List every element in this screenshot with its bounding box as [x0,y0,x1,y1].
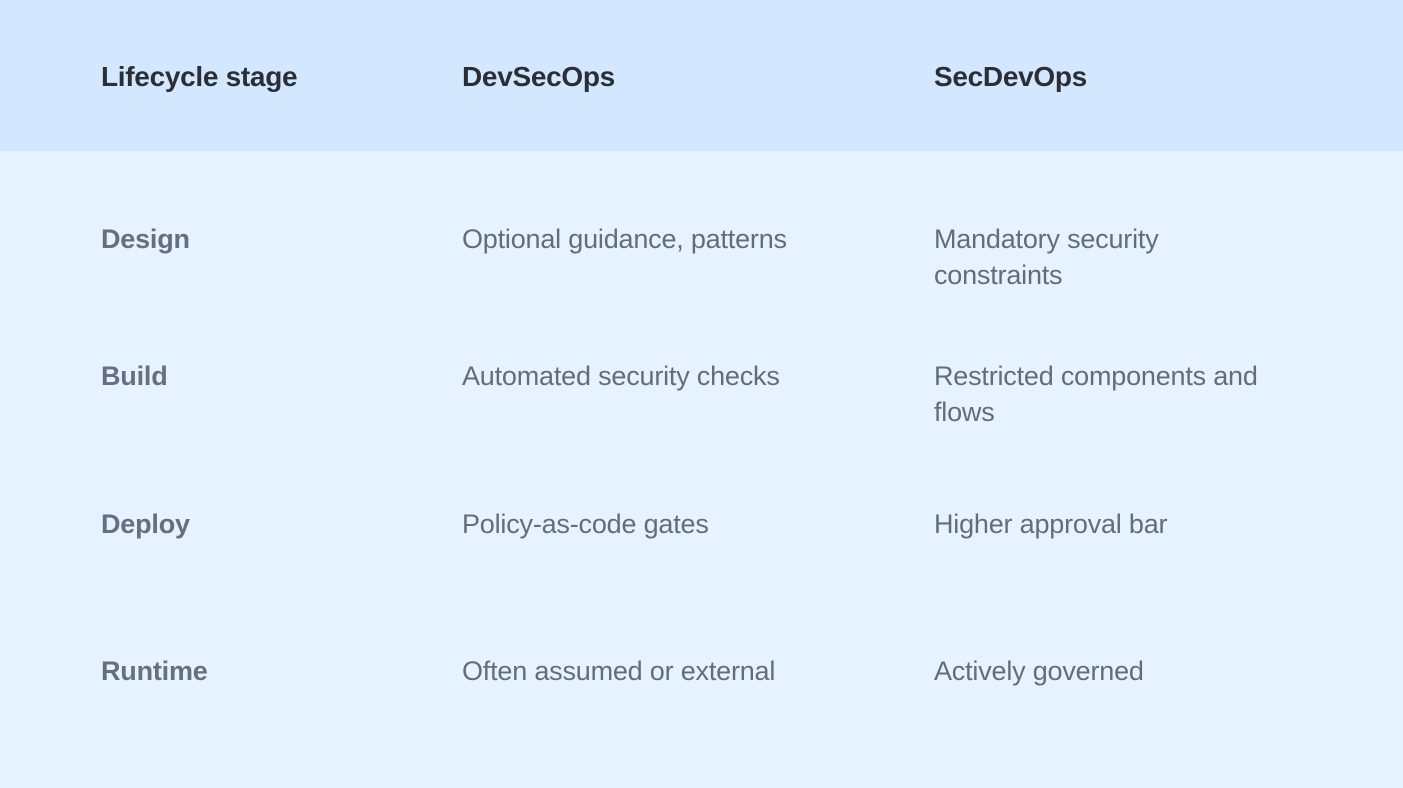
secdevops-cell: Actively governed [934,656,1144,686]
stage-cell: Design [101,224,190,254]
header-secdevops: SecDevOps [934,61,1087,92]
secdevops-cell: Restricted components and flows [934,361,1258,427]
table-header: Lifecycle stage DevSecOps SecDevOps [0,0,1403,151]
secdevops-cell: Higher approval bar [934,509,1168,539]
secdevops-cell: Mandatory security constraints [934,224,1159,290]
devsecops-cell: Automated security checks [462,361,780,391]
stage-cell: Build [101,361,168,391]
devsecops-cell: Policy-as-code gates [462,509,709,539]
stage-cell: Runtime [101,656,208,686]
header-devsecops: DevSecOps [462,61,615,92]
devsecops-cell: Optional guidance, patterns [462,224,787,254]
stage-cell: Deploy [101,509,190,539]
devsecops-cell: Often assumed or external [462,656,776,686]
header-lifecycle-stage: Lifecycle stage [101,61,298,92]
